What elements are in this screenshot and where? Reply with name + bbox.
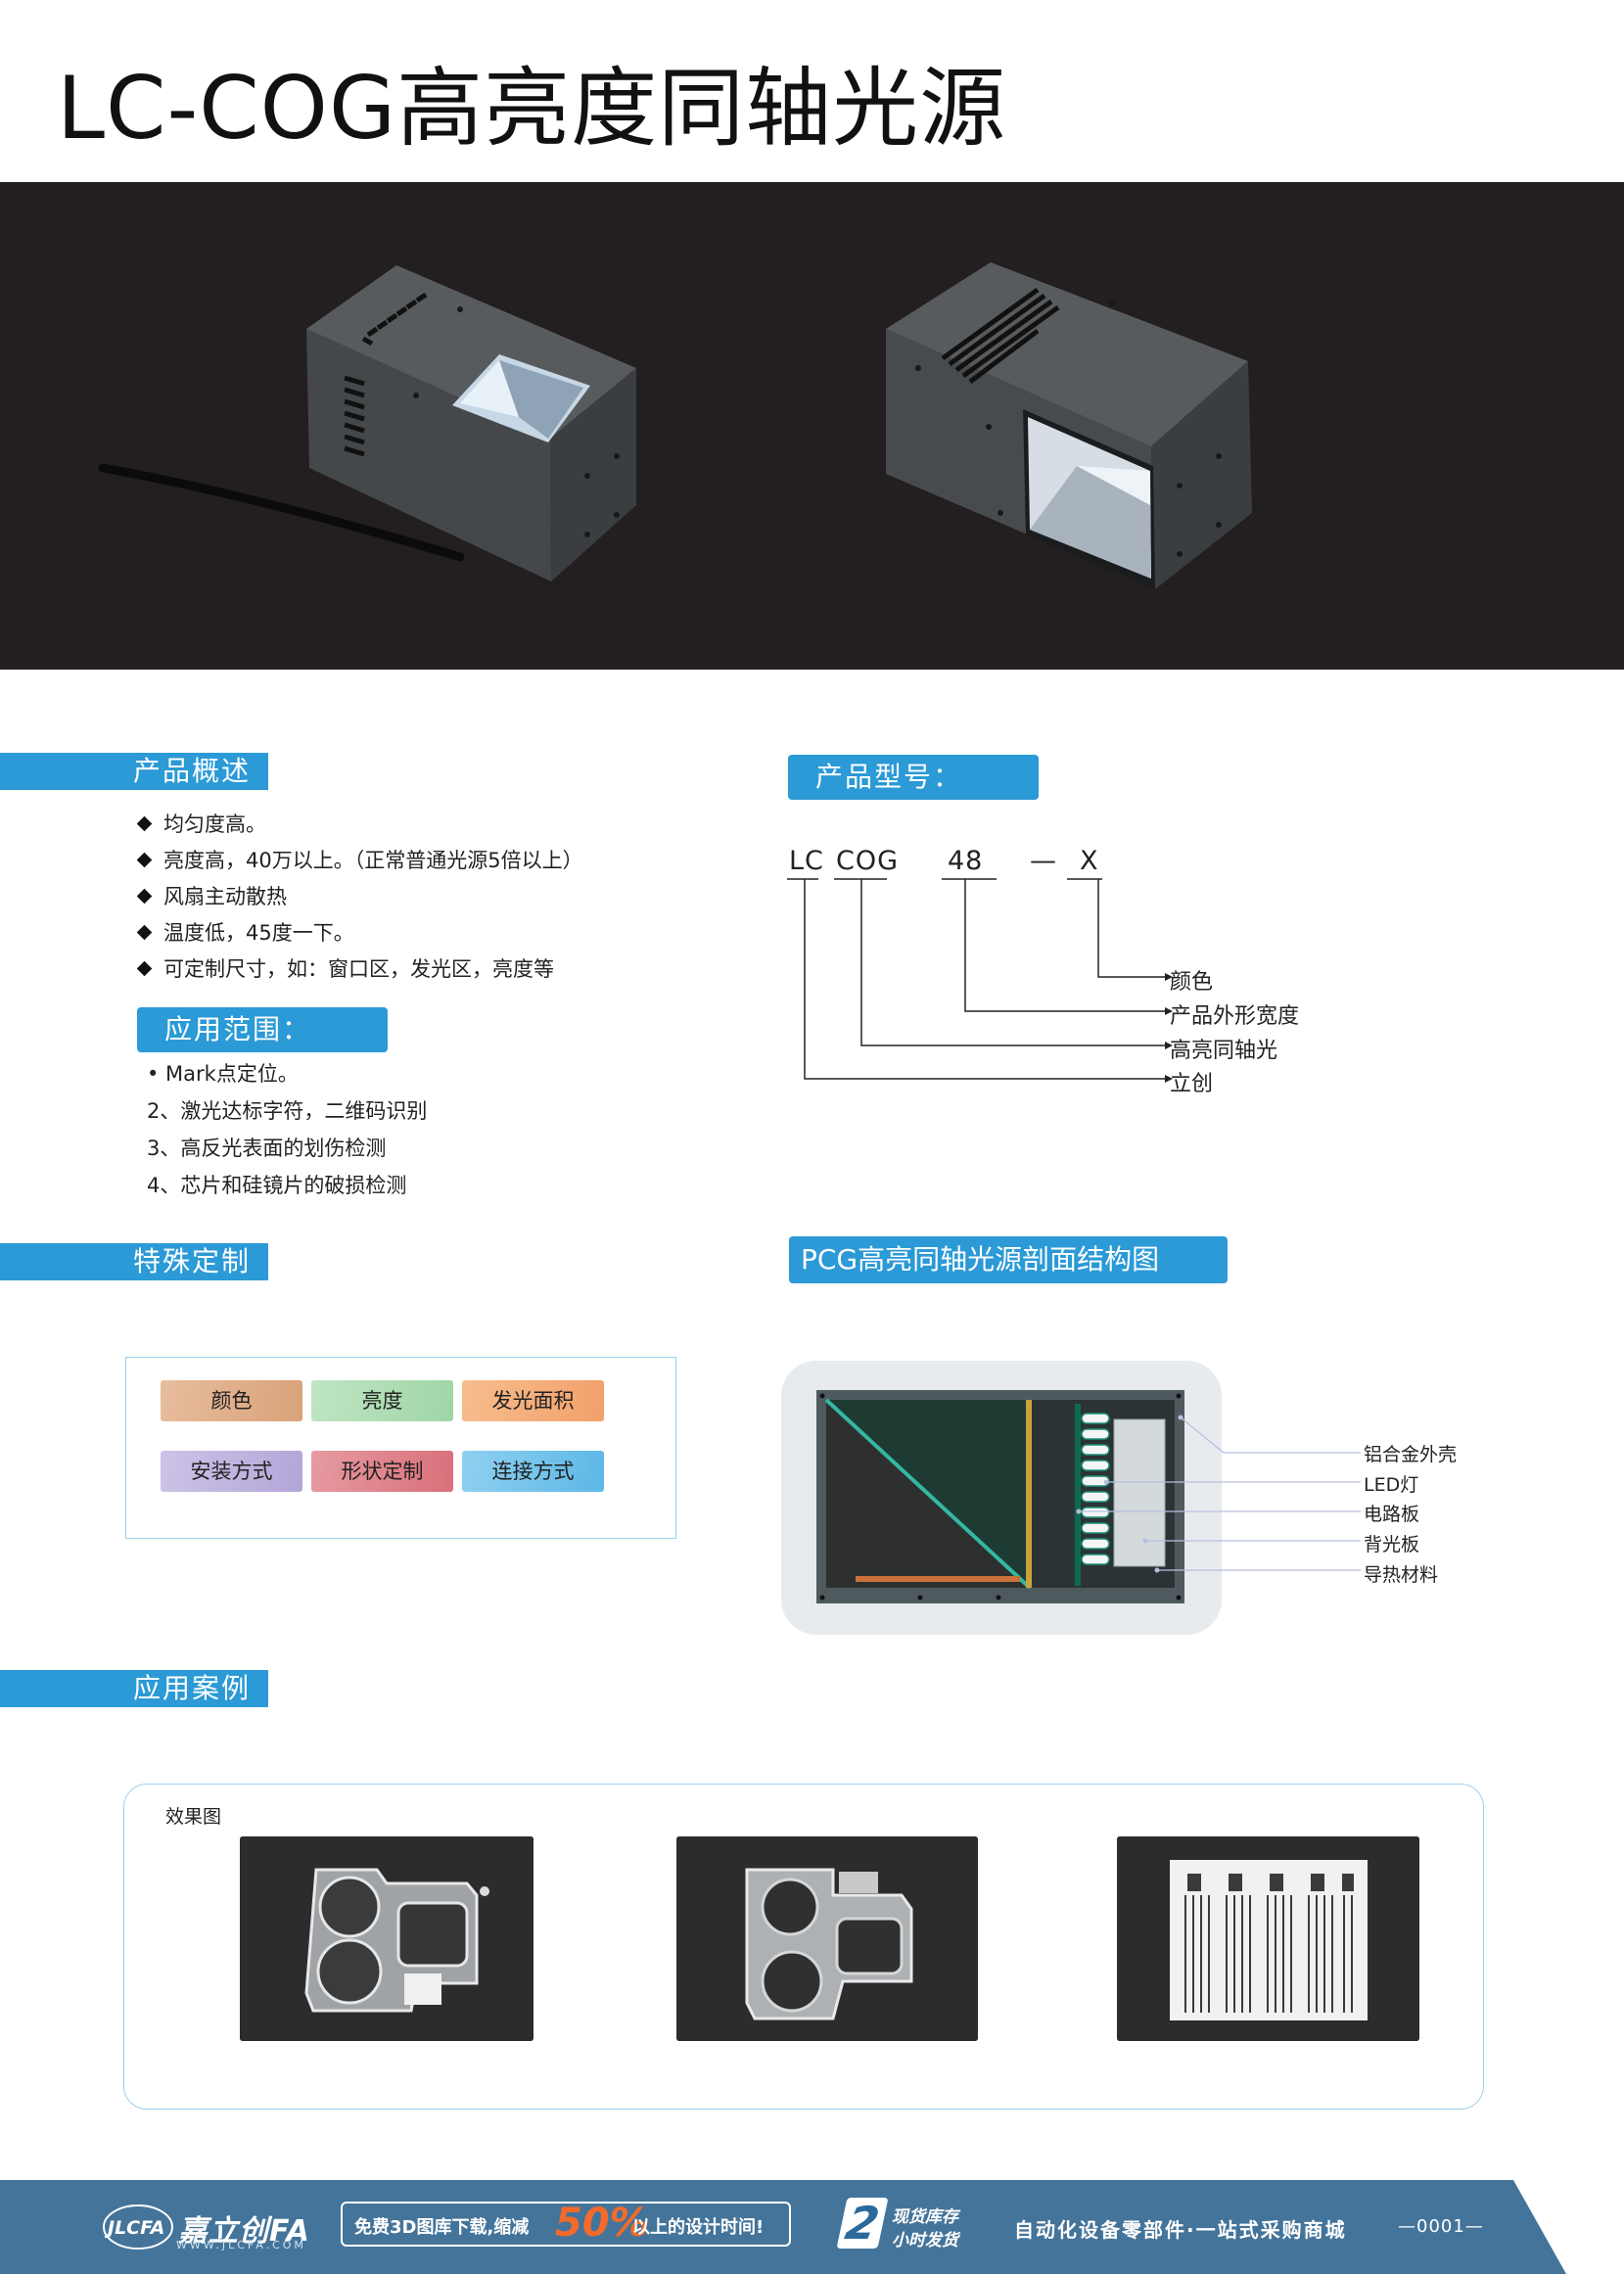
case-image-2 xyxy=(676,1836,978,2041)
applications-list: • Mark点定位。 2、激光达标字符，二维码识别 3、高反光表面的划伤检测 4… xyxy=(147,1055,427,1204)
overview-list: 均匀度高。 亮度高，40万以上。（正常普通光源5倍以上） 风扇主动散热 温度低，… xyxy=(136,807,583,988)
list-item: 可定制尺寸，如：窗口区，发光区，亮度等 xyxy=(136,951,583,988)
case-image-1 xyxy=(240,1836,534,2041)
chip-color: 颜色 xyxy=(161,1380,302,1421)
chip-brightness: 亮度 xyxy=(311,1380,453,1421)
case-image-2-illustration xyxy=(676,1836,978,2041)
model-callout-lines xyxy=(787,878,1173,1083)
list-item: 均匀度高。 xyxy=(136,807,583,843)
structure-label-thermal: 导热材料 xyxy=(1364,1564,1439,1586)
model-code-color: X xyxy=(1080,846,1099,876)
brand-website: WWW.JLCFA.COM xyxy=(176,2239,306,2251)
model-label-color: 颜色 xyxy=(1170,970,1214,995)
case-image-3 xyxy=(1117,1836,1419,2041)
list-item: 3、高反光表面的划伤检测 xyxy=(147,1137,387,1160)
model-code-dash: — xyxy=(1030,846,1057,876)
model-heading: 产品型号： xyxy=(788,755,1039,800)
overview-heading: 产品概述 xyxy=(0,753,268,790)
diamond-bullet-icon xyxy=(136,815,153,832)
cases-panel xyxy=(123,1784,1484,2110)
cases-caption: 效果图 xyxy=(165,1806,222,1828)
promo-box xyxy=(341,2202,791,2247)
case-image-1-illustration xyxy=(240,1836,534,2041)
diamond-bullet-icon xyxy=(136,888,153,905)
chip-mounting: 安装方式 xyxy=(161,1451,302,1492)
promo-percentage: 50% xyxy=(555,2201,649,2246)
case-image-3-illustration xyxy=(1117,1836,1419,2041)
structure-label-led: LED灯 xyxy=(1364,1474,1419,1496)
promo-text-after: 以上的设计时间! xyxy=(632,2217,765,2238)
structure-label-circuit-board: 电路板 xyxy=(1364,1504,1420,1525)
diamond-bullet-icon xyxy=(136,852,153,868)
diamond-bullet-icon xyxy=(136,924,153,941)
model-label-width: 产品外形宽度 xyxy=(1170,1004,1300,1029)
structure-heading: PCG高亮同轴光源剖面结构图 xyxy=(789,1236,1228,1283)
cases-heading: 应用案例 xyxy=(0,1670,268,1707)
list-item: • Mark点定位。 xyxy=(147,1062,299,1086)
diamond-bullet-icon xyxy=(136,960,153,977)
chip-emitting-area: 发光面积 xyxy=(462,1380,604,1421)
list-item: 温度低，45度一下。 xyxy=(136,915,583,951)
applications-heading: 应用范围： xyxy=(137,1007,388,1052)
svg-text:JLCFA: JLCFA xyxy=(104,2217,164,2239)
model-code-lc: LC xyxy=(789,846,824,876)
hero-product-photo xyxy=(0,182,1624,670)
list-item: 亮度高，40万以上。（正常普通光源5倍以上） xyxy=(136,843,583,879)
jlcfa-logo-icon: JLCFA xyxy=(103,2204,173,2250)
custom-options-panel xyxy=(125,1357,676,1539)
promo-text-before: 免费3D图库下载,缩减 xyxy=(354,2217,530,2238)
cross-section-diagram xyxy=(816,1390,1361,1603)
footer-slogan: 自动化设备零部件·一站式采购商城 xyxy=(1014,2218,1347,2242)
page-number: —0001— xyxy=(1398,2216,1484,2237)
list-item: 风扇主动散热 xyxy=(136,879,583,915)
product-photo-illustration xyxy=(98,262,1252,589)
stock-line-2: 小时发货 xyxy=(892,2231,958,2251)
structure-label-backlight: 背光板 xyxy=(1364,1534,1420,1555)
brand-name: 嘉立创FA xyxy=(178,2214,310,2249)
chip-shape: 形状定制 xyxy=(311,1451,453,1492)
footer-banner xyxy=(0,2180,1624,2274)
model-code-width: 48 xyxy=(948,846,984,876)
footer-background xyxy=(0,2180,1566,2274)
page-title: LC-COG高亮度同轴光源 xyxy=(57,58,1007,159)
chip-connection: 连接方式 xyxy=(462,1451,604,1492)
custom-heading: 特殊定制 xyxy=(0,1243,268,1280)
list-item: 2、激光达标字符，二维码识别 xyxy=(147,1099,428,1123)
model-code-cog: COG xyxy=(836,846,900,876)
list-item: 4、芯片和硅镜片的破损检测 xyxy=(147,1174,407,1197)
model-label-brand: 立创 xyxy=(1170,1072,1214,1096)
model-label-coaxial: 高亮同轴光 xyxy=(1170,1039,1278,1063)
structure-label-housing: 铝合金外壳 xyxy=(1364,1444,1458,1465)
stock-line-1: 现货库存 xyxy=(892,2207,958,2227)
